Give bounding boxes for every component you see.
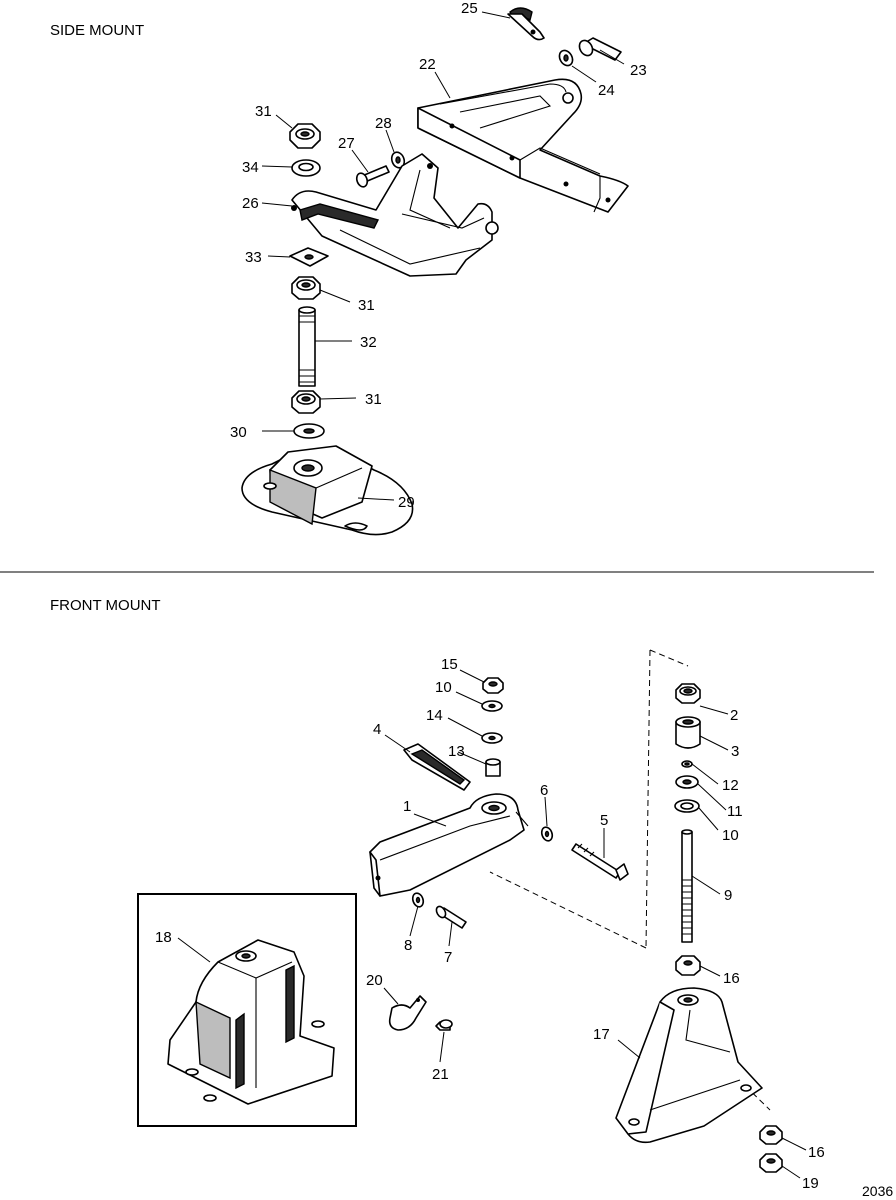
side-mount-callouts: 25 22 23 24 31 28 27 34 26 33 31 32 31 3… [230,0,647,511]
part-24-washer [558,49,574,67]
part-23-bolt [578,37,622,61]
callout-30: 30 [230,424,247,441]
front-mount-leaders [177,669,807,1179]
callout-15: 15 [441,656,458,673]
callout-31-bottom: 31 [365,391,382,408]
part-33-tab-washer [289,247,329,267]
callout-10-top: 10 [435,679,452,696]
part-10-washer-top [481,700,503,712]
callout-1: 1 [403,798,411,815]
figure-number: 2036 [862,1183,893,1199]
inset-frame [137,893,357,1127]
callout-3: 3 [731,743,739,760]
part-6-washer [540,826,554,842]
callout-11: 11 [727,803,743,820]
front-mount-callouts: 15 10 14 4 13 1 6 5 8 7 2 3 12 11 10 9 1… [155,656,825,1192]
part-20-clamp [388,995,427,1031]
part-30-washer [293,423,325,439]
part-10-washer-bottom [674,799,700,813]
part-9-stud [681,829,693,943]
callout-13: 13 [448,743,465,760]
callout-19: 19 [802,1175,819,1192]
part-11-washer [675,775,699,789]
part-26-engine-bracket [291,153,499,277]
part-12-washer [681,760,693,768]
part-25-clamp [507,7,545,41]
callout-28: 28 [375,115,392,132]
callout-27: 27 [338,135,355,152]
part-31-nut-bottom [291,390,321,414]
part-31-nut-middle [291,276,321,300]
part-27-bolt [355,165,390,188]
callout-34: 34 [242,159,259,176]
part-31-nut-top [289,123,321,149]
callout-23: 23 [630,62,647,79]
callout-20: 20 [366,972,383,989]
callout-6: 6 [540,782,548,799]
callout-31-top: 31 [255,103,272,120]
part-22-side-bracket [417,78,629,213]
part-7-bolt [435,905,467,929]
part-32-stud [298,306,316,387]
callout-24: 24 [598,82,615,99]
front-mount-title: FRONT MOUNT [50,597,161,614]
callout-4: 4 [373,721,381,738]
callout-2: 2 [730,707,738,724]
callout-14: 14 [426,707,443,724]
part-17-pedestal [615,987,763,1144]
side-mount-title: SIDE MOUNT [50,22,144,39]
callout-16-upper: 16 [723,970,740,987]
part-16-nut-lower [759,1125,783,1145]
part-5-bolt [571,843,629,881]
part-13-spacer [485,758,501,777]
part-2-nut [675,683,701,704]
part-18-inset [137,893,357,1127]
callout-12: 12 [722,777,739,794]
part-29-rubber-mount [241,445,414,536]
part-1-front-bracket [369,793,529,897]
part-21-screw [435,1019,453,1031]
callout-9: 9 [724,887,732,904]
part-34-lock-washer [291,159,321,177]
part-19-nut [759,1153,783,1173]
callout-22: 22 [419,56,436,73]
callout-10-bottom: 10 [722,827,739,844]
part-3-bushing [675,716,701,749]
part-16-nut-upper [675,955,701,976]
callout-8: 8 [404,937,412,954]
callout-7: 7 [444,949,452,966]
callout-31-middle: 31 [358,297,375,314]
callout-29: 29 [398,494,415,511]
callout-17: 17 [593,1026,610,1043]
callout-25: 25 [461,0,478,17]
callout-32: 32 [360,334,377,351]
callout-5: 5 [600,812,608,829]
callout-21: 21 [432,1066,449,1083]
part-8-washer [411,892,425,908]
alignment-dashed-lines [489,649,771,1111]
part-4-clip [403,743,471,791]
callout-18: 18 [155,929,172,946]
callout-33: 33 [245,249,262,266]
part-14-washer [481,732,503,744]
callout-16-lower: 16 [808,1144,825,1161]
side-mount-leaders [261,11,625,501]
part-15-nut [482,677,504,694]
callout-26: 26 [242,195,259,212]
